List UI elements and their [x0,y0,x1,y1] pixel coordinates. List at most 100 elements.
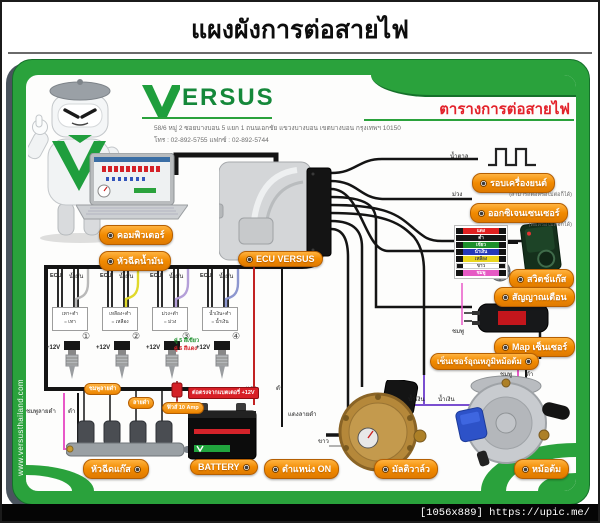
image-host-stamp: [1056x889] https://upic.me/ [419,506,590,519]
injector-4-wires [207,267,240,379]
injector-fuel-label: น้ำมัน [119,274,134,280]
connector-row-pink: ชมพู [456,270,506,276]
image-host-bar: [1056x889] https://upic.me/ [2,504,598,521]
wire-code-line2: = เหลือง [111,320,129,326]
badge-ecu: ECU VERSUS [238,251,323,267]
title-divider [8,52,592,54]
badge-dot-icon [133,465,141,473]
badge-reducer: หม้อต้ม [514,459,570,479]
connector-row-yellow: เหลือง [456,256,506,262]
injector-number: ④ [232,331,241,341]
reducer [455,375,570,467]
wire-label-temp-pink: ชมพู [500,372,512,378]
badge-gas-injectors-label: หัวฉีดแก๊ส [91,464,131,474]
pair6-note: คู่ 6 สีแดง [174,346,197,353]
page-title: แผงผังการต่อสายไฟ [191,16,409,44]
wire-label-pink-black: ชมพูลายดำ [26,409,56,415]
injector-2-wires [107,267,140,379]
badge-multivalve-label: มัลติวาล์ว [392,464,430,474]
injector-ecu-label: ECU [150,273,162,279]
badge-map-label: Map เซ็นเซอร์ [512,342,568,352]
rpm-square-wave-icon [488,147,536,167]
injector-12v-label: +12V [196,345,211,351]
injector-ecu-label: ECU [200,273,212,279]
gas-injector-rail [66,420,198,457]
versus-logo-text: ERSUS [182,84,275,111]
gas-switch-connector-block: แดง ดำ เขียว น้ำเงิน เหลือง ขาว ชมพู [454,225,508,279]
badge-computer: คอมพิวเตอร์ [99,225,173,245]
wire-code-line2: = น้ำเงิน [211,320,229,326]
badge-dot-icon [478,209,485,217]
injector-1-wires [57,267,90,379]
badge-dot-icon [382,465,389,473]
versus-v-mark [142,85,180,117]
wire-label-white: ขาว [318,439,329,445]
badge-dot-icon [502,343,509,351]
badge-dot-icon [246,255,253,263]
wire-code-line1: เทา+ดำ [61,312,79,317]
badge-dot-icon [107,257,114,265]
badge-battery: BATTERY [190,459,258,475]
wire-label-blue-left: น้ำเงิน [408,397,425,403]
petrol-injector-group-1: ECU น้ำมัน เทา+ดำ= เทา ① +12V [46,265,96,385]
wire-label-brown: น้ำตาล [450,154,469,160]
fuse-pill: ฟิวส์ 10 Amp [162,402,204,414]
versus-logo: ERSUS [140,83,275,119]
badge-dot-icon [107,231,114,239]
badge-reducer-label: หม้อต้ม [532,464,562,474]
table-title: ตารางการต่อสายไฟ [439,101,570,118]
badge-alarm: สัญญาณเตือน [494,287,575,307]
injector-number: ① [82,331,91,341]
wire-code-line1: ม่วง+ดำ [161,312,179,317]
injector-12v-label: +12V [146,345,161,351]
connector-row-red: แดง [456,228,506,234]
pair5-note: คู่ 5 สีเขียว [174,338,200,344]
badge-temp-sensor: เซ็นเซอร์อุณหภูมิหม้อต้ม [430,353,539,370]
injector-wire-code: เหลือง+ดำ= เหลือง [102,307,138,331]
green-frame: www.versusthailand.com [12,59,590,505]
connector-row-blue: น้ำเงิน [456,249,506,255]
badge-ecu-label: ECU VERSUS [256,254,315,264]
petrol-injector-group-2: ECU น้ำมัน เหลือง+ดำ= เหลือง ② +12V [96,265,146,385]
connector-row-white: ขาว [456,263,506,269]
wire-code-line1: น้ำเงิน+ดำ [209,312,231,317]
address-line-2: โทร : 02-892-5755 แฟกซ์ : 02-892-5744 [154,137,269,145]
injector-fuel-label: น้ำมัน [169,274,184,280]
injector-fuel-label: น้ำมัน [69,274,84,280]
watermark-vertical: www.versusthailand.com [13,60,27,504]
injector-wire-code: เทา+ดำ = เทา [52,307,88,331]
wire-label-pink: ชมพู [452,329,464,335]
injector-number: ② [132,331,141,341]
badge-alarm-label: สัญญาณเตือน [512,292,567,302]
badge-o2-label: ออกซิเจนเซนเซอร์ [488,208,560,218]
badge-ignition-label: ตำแหน่ง ON [282,464,332,474]
badge-petrol-label: หัวฉีดน้ำมัน [117,256,164,266]
injector-12v-label: +12V [96,345,111,351]
badge-o2-sensor: ออกซิเจนเซนเซอร์ [470,203,568,223]
ecu-box [219,161,332,261]
gas-switch-device [520,221,562,274]
badge-multivalve: มัลติวาล์ว [374,459,438,479]
rail-pill-pink-black: ชมพูลายดำ [84,383,122,395]
address-block: 58/6 หมู่ 2 ซอยบางบอน 5 แยก 1 ถนนเอกชัย … [154,123,401,148]
wire-label-batt-black: ดำ [276,386,284,392]
badge-dot-icon [272,465,279,473]
o2-note: (ต่อหรือไม่ต่อก็ได้) [528,222,572,228]
map-sensor-device [472,303,549,333]
laptop [76,153,188,220]
badge-gas-switch-label: สวิตช์แก๊ส [527,274,567,284]
injector-wire-code: น้ำเงิน+ดำ = น้ำเงิน [202,307,238,331]
badge-dot-icon [242,463,250,471]
wire-code-line2: = ม่วง [163,320,177,326]
badge-computer-label: คอมพิวเตอร์ [117,230,165,240]
badge-dot-icon [524,358,532,365]
connector-row-green: เขียว [456,242,506,248]
injector-fuel-label: น้ำมัน [219,274,234,280]
badge-petrol-injectors: หัวฉีดน้ำมัน [99,251,172,271]
badge-rpm: รอบเครื่องยนต์ [472,173,555,193]
petrol-injector-group-4: ECU น้ำมัน น้ำเงิน+ดำ = น้ำเงิน ④ +12V [196,265,246,385]
fuse-icon [171,381,183,401]
wire-code-line2: = เทา [64,320,76,326]
watermark-text: www.versusthailand.com [15,379,25,476]
injector-3-wires [157,267,190,379]
